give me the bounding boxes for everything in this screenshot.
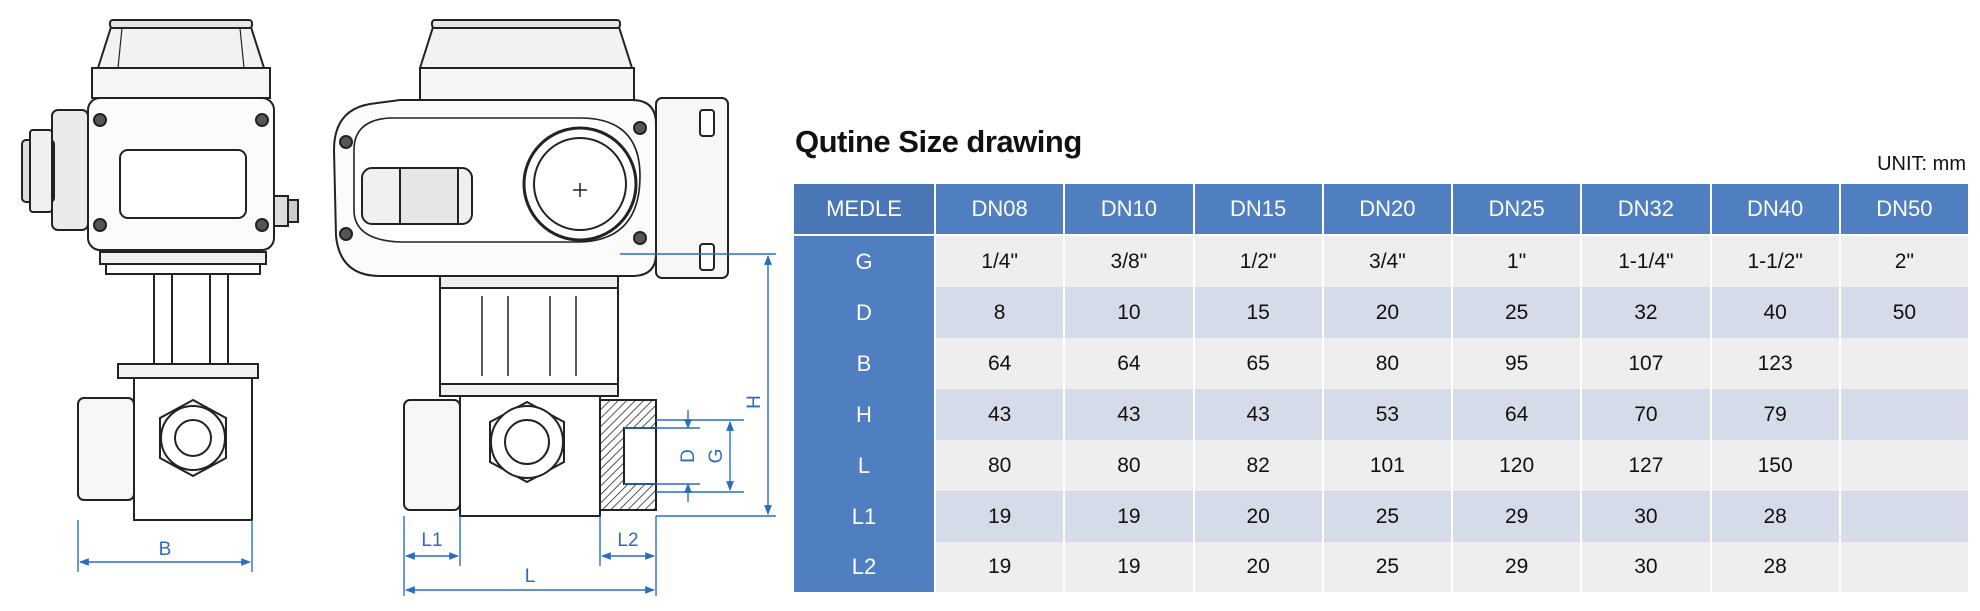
header-dn08: DN08 — [935, 184, 1066, 236]
table-cell: 43 — [1193, 389, 1324, 440]
table-cell: 127 — [1581, 440, 1712, 491]
table-cell — [1839, 338, 1971, 389]
table-row: L2 19 19 20 25 29 30 28 — [794, 542, 1971, 592]
header-dn20: DN20 — [1322, 184, 1454, 236]
table-cell: 19 — [935, 542, 1066, 592]
table-cell: 28 — [1710, 542, 1841, 592]
header-dn15: DN15 — [1193, 184, 1324, 236]
front-view — [332, 19, 729, 517]
table-row: D 8 10 15 20 25 32 40 50 — [794, 287, 1971, 338]
table-cell: 20 — [1193, 491, 1324, 542]
dim-label-l2: L2 — [617, 530, 638, 551]
table-cell: 29 — [1452, 491, 1583, 542]
table-row: L 80 80 82 101 120 127 150 — [794, 440, 1971, 491]
table-cell: 32 — [1581, 287, 1712, 338]
table-cell — [1839, 491, 1971, 542]
dim-label-l: L — [525, 566, 536, 587]
table-cell: 1-1/2" — [1710, 235, 1841, 287]
table-cell: 80 — [1064, 440, 1195, 491]
table-cell: 3/4" — [1322, 235, 1454, 287]
row-label: B — [794, 338, 936, 389]
size-table: MEDLE DN08 DN10 DN15 DN20 DN25 DN32 DN40… — [794, 184, 1971, 592]
table-cell: 20 — [1193, 542, 1324, 592]
row-label: H — [794, 389, 936, 440]
valve-actuator-drawing: B L1 L2 L D G H — [21, 19, 776, 596]
header-dn50: DN50 — [1839, 184, 1971, 236]
table-row: B 64 64 65 80 95 107 123 — [794, 338, 1971, 389]
table-cell: 1-1/4" — [1581, 235, 1712, 287]
header-dn10: DN10 — [1064, 184, 1195, 236]
header-model: MEDLE — [794, 184, 936, 236]
table-cell: 3/8" — [1064, 235, 1195, 287]
table-cell — [1839, 440, 1971, 491]
table-cell: 29 — [1452, 542, 1583, 592]
page-title: Qutine Size drawing — [795, 124, 1082, 159]
row-label: G — [794, 235, 936, 287]
table-cell: 107 — [1581, 338, 1712, 389]
row-label: L1 — [794, 491, 936, 542]
unit-label: UNIT: mm — [1877, 153, 1966, 175]
table-cell: 70 — [1581, 389, 1712, 440]
table-cell: 43 — [935, 389, 1066, 440]
dim-label-g: G — [706, 449, 727, 464]
dimension-lines — [77, 253, 776, 596]
header-dn25: DN25 — [1452, 184, 1583, 236]
table-row: G 1/4" 3/8" 1/2" 3/4" 1" 1-1/4" 1-1/2" 2… — [794, 235, 1971, 287]
table-cell — [1839, 389, 1971, 440]
table-cell: 1" — [1452, 235, 1583, 287]
table-cell: 28 — [1710, 491, 1841, 542]
dim-label-h: H — [744, 395, 765, 409]
table-cell: 79 — [1710, 389, 1841, 440]
table-cell: 15 — [1193, 287, 1324, 338]
table-cell: 25 — [1322, 542, 1454, 592]
header-dn32: DN32 — [1581, 184, 1712, 236]
table-row: L1 19 19 20 25 29 30 28 — [794, 491, 1971, 542]
table-cell: 25 — [1452, 287, 1583, 338]
table-cell: 19 — [935, 491, 1066, 542]
table-cell: 120 — [1452, 440, 1583, 491]
table-cell: 25 — [1322, 491, 1454, 542]
table-cell: 10 — [1064, 287, 1195, 338]
table-cell: 20 — [1322, 287, 1454, 338]
side-view — [21, 19, 299, 521]
table-cell: 53 — [1322, 389, 1454, 440]
row-label: D — [794, 287, 936, 338]
table-cell: 8 — [935, 287, 1066, 338]
table-cell: 19 — [1064, 491, 1195, 542]
dimension-labels: B L1 L2 L D G H — [159, 395, 765, 587]
table-cell: 43 — [1064, 389, 1195, 440]
table-cell: 65 — [1193, 338, 1324, 389]
table-cell: 80 — [1322, 338, 1454, 389]
table-row: H 43 43 43 53 64 70 79 — [794, 389, 1971, 440]
table-cell: 40 — [1710, 287, 1841, 338]
dim-label-d: D — [678, 449, 699, 463]
table-header-row: MEDLE DN08 DN10 DN15 DN20 DN25 DN32 DN40… — [794, 184, 1971, 236]
table-cell: 2" — [1839, 235, 1971, 287]
table-cell: 64 — [1064, 338, 1195, 389]
dim-label-l1: L1 — [421, 530, 442, 551]
table-cell: 64 — [935, 338, 1066, 389]
table-cell — [1839, 542, 1971, 592]
dim-label-b: B — [159, 539, 172, 560]
table-cell: 1/4" — [935, 235, 1066, 287]
table-cell: 123 — [1710, 338, 1841, 389]
table-cell: 64 — [1452, 389, 1583, 440]
table-cell: 19 — [1064, 542, 1195, 592]
table-cell: 82 — [1193, 440, 1324, 491]
table-cell: 101 — [1322, 440, 1454, 491]
table-cell: 30 — [1581, 542, 1712, 592]
row-label: L2 — [794, 542, 936, 592]
table-cell: 95 — [1452, 338, 1583, 389]
table-cell: 150 — [1710, 440, 1841, 491]
table-cell: 1/2" — [1193, 235, 1324, 287]
row-label: L — [794, 440, 936, 491]
header-dn40: DN40 — [1710, 184, 1841, 236]
table-cell: 80 — [935, 440, 1066, 491]
table-cell: 30 — [1581, 491, 1712, 542]
table-cell: 50 — [1839, 287, 1971, 338]
